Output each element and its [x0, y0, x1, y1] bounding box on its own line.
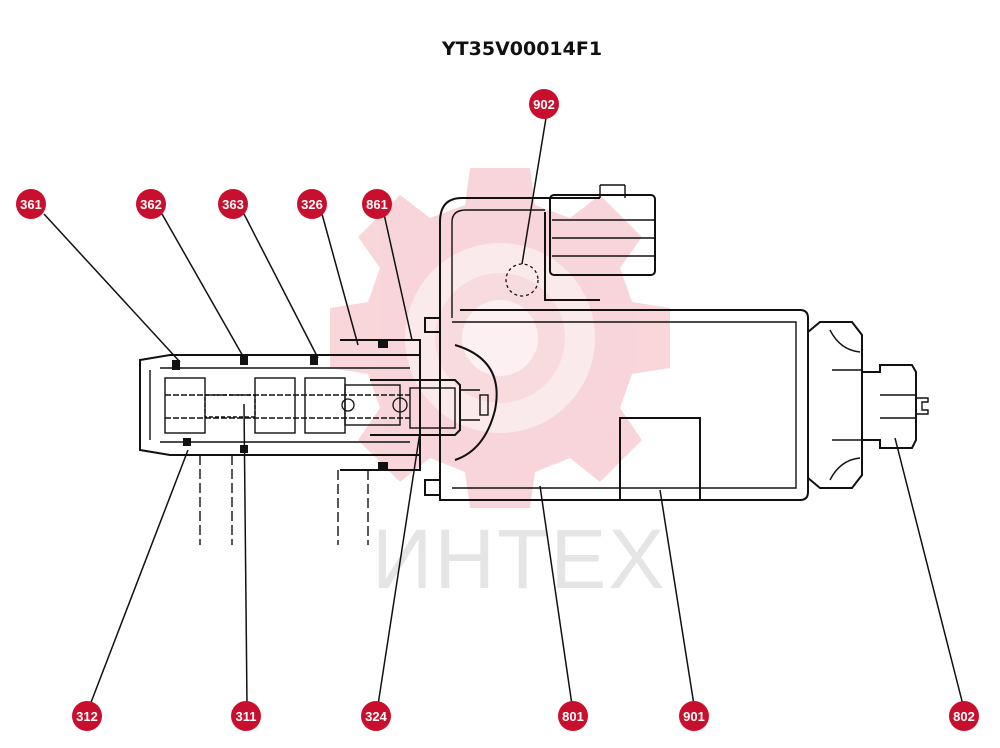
callout-label: 901: [683, 709, 705, 724]
callout-312: 312: [72, 701, 102, 731]
callout-marker: [949, 701, 979, 731]
callout-362: 362: [136, 189, 166, 219]
callout-902: 902: [529, 89, 559, 119]
callout-311: 311: [231, 701, 261, 731]
callout-marker: [361, 701, 391, 731]
callout-802: 802: [949, 701, 979, 731]
watermark-text: ИНТЕХ: [372, 512, 666, 606]
callout-901: 901: [679, 701, 709, 731]
watermark: ИНТЕХ: [330, 168, 670, 606]
callout-326: 326: [297, 189, 327, 219]
callout-361: 361: [16, 189, 46, 219]
callout-label: 802: [953, 709, 975, 724]
callout-label: 324: [365, 709, 387, 724]
callout-label: 311: [236, 709, 257, 724]
callout-label: 362: [140, 197, 162, 212]
callout-marker: [558, 701, 588, 731]
callout-label: 902: [533, 97, 555, 112]
callout-marker: [679, 701, 709, 731]
callout-label: 801: [562, 709, 584, 724]
callout-label: 861: [366, 197, 388, 212]
callout-861: 861: [362, 189, 392, 219]
callout-marker: [218, 189, 248, 219]
callout-363: 363: [218, 189, 248, 219]
callout-324: 324: [361, 701, 391, 731]
callout-marker: [231, 701, 261, 731]
callout-marker: [529, 89, 559, 119]
callout-marker: [297, 189, 327, 219]
diagram-title: YT35V00014F1: [441, 38, 602, 60]
callout-marker: [362, 189, 392, 219]
callout-marker: [136, 189, 166, 219]
leader-lines: [43, 117, 964, 706]
valve-cartridge: [139, 339, 461, 545]
callout-label: 361: [20, 197, 42, 212]
callout-marker: [16, 189, 46, 219]
solenoid-body: [424, 184, 929, 501]
callout-label: 312: [76, 709, 98, 724]
callout-label: 363: [222, 197, 244, 212]
gear-logo-icon: [330, 168, 670, 508]
callout-marker: [72, 701, 102, 731]
callout-label: 326: [301, 197, 323, 212]
callout-801: 801: [558, 701, 588, 731]
